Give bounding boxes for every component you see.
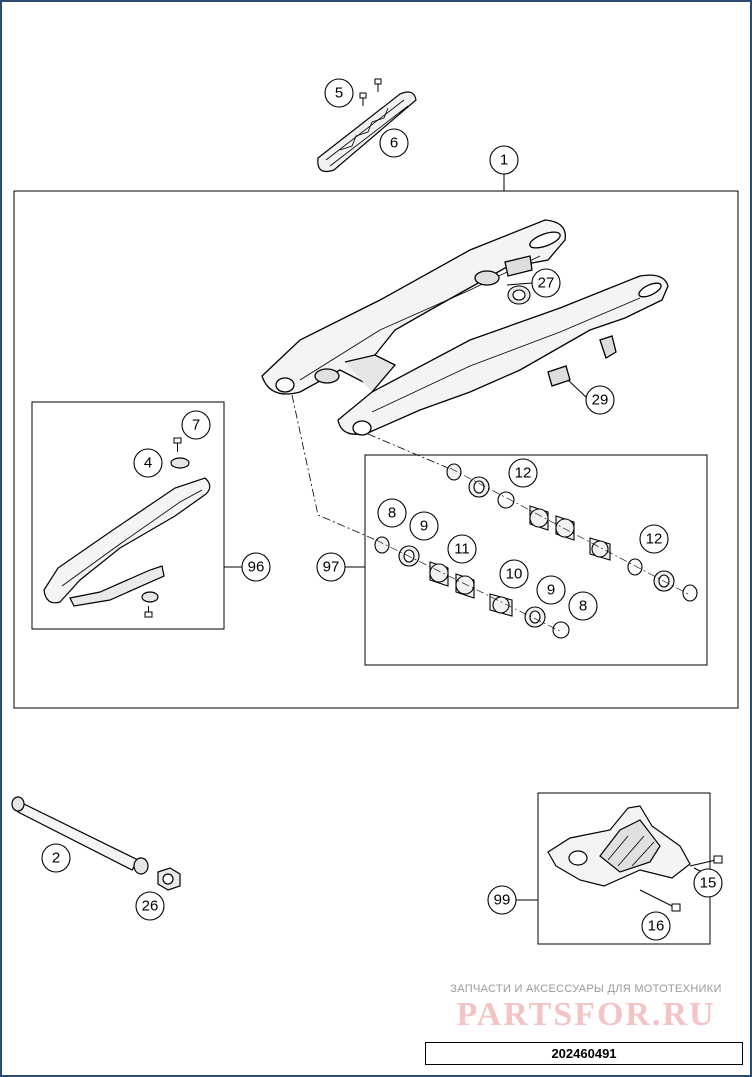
bearing-kit-upper — [446, 463, 698, 602]
callout-8-left: 8 — [388, 505, 396, 522]
callout-5: 5 — [335, 85, 343, 102]
watermark-tagline: ЗАПЧАСТИ И АКСЕССУАРЫ ДЛЯ МОТОТЕХНИКИ — [450, 983, 722, 995]
chain-slider-group-box — [31, 401, 225, 630]
bearing-kit-group-box — [364, 454, 708, 666]
callout-1: 1 — [500, 152, 508, 169]
callout-29: 29 — [592, 392, 609, 409]
callout-2: 2 — [52, 850, 60, 867]
chain-guide-group-box — [537, 792, 711, 945]
callout-15: 15 — [700, 875, 717, 892]
chain-slider — [43, 457, 211, 607]
bearing-kit-axis-upper — [449, 467, 691, 596]
document-code: 202460491 — [425, 1042, 743, 1065]
callout-99: 99 — [494, 892, 511, 909]
callout-7: 7 — [192, 417, 200, 434]
callout-9-right: 9 — [547, 582, 555, 599]
callout-11: 11 — [454, 541, 470, 558]
swingarm — [261, 219, 669, 436]
callout-97: 97 — [323, 559, 340, 576]
watermark-brand: PARTSFOR.RU — [456, 996, 716, 1033]
screw-small — [359, 78, 382, 106]
bearing-kit-axis-lower — [375, 539, 563, 633]
chain-guide-bolt — [639, 855, 723, 912]
chain-slider-plate — [317, 91, 417, 173]
callout-10: 10 — [506, 566, 523, 583]
callout-12-right: 12 — [646, 531, 663, 548]
axle-nut — [157, 867, 181, 891]
callout-8-right: 8 — [579, 598, 587, 615]
callout-6: 6 — [390, 135, 398, 152]
callout-9-left: 9 — [420, 518, 428, 535]
callout-12-upper: 12 — [515, 465, 532, 482]
callout-27: 27 — [538, 275, 555, 292]
callout-26: 26 — [142, 898, 159, 915]
bearing-kit-lower — [374, 536, 570, 639]
chain-guide — [547, 805, 691, 887]
callout-4: 4 — [144, 455, 152, 472]
callout-16: 16 — [648, 918, 665, 935]
pivot-axis-line — [291, 394, 449, 541]
screw-small — [144, 437, 182, 618]
swingarm-group-box — [13, 190, 739, 709]
swingarm-axle — [11, 796, 149, 875]
callout-96: 96 — [248, 559, 265, 576]
bushing-27 — [507, 285, 531, 305]
